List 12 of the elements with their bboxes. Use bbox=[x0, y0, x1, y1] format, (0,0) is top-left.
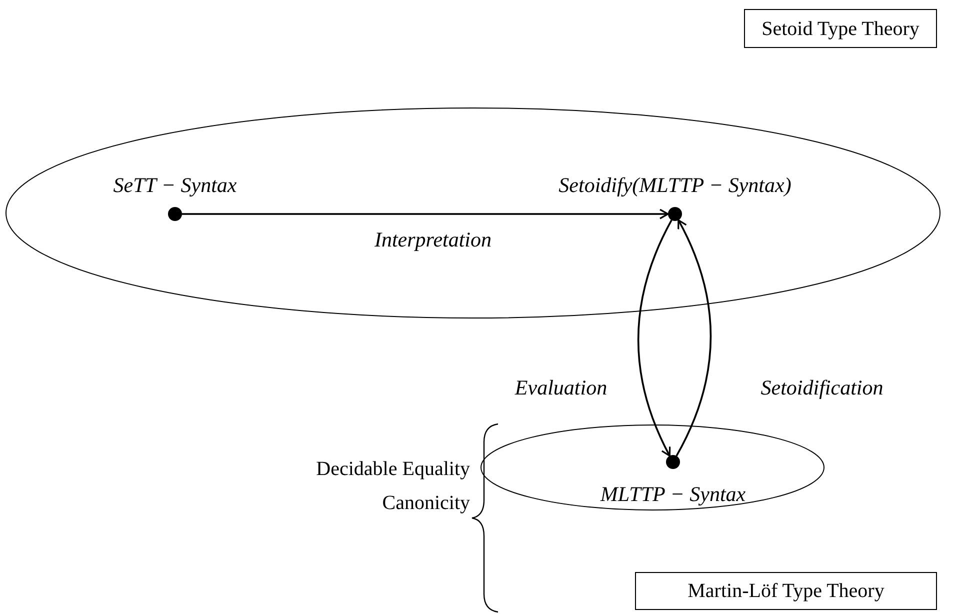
ellipse-region bbox=[481, 425, 824, 510]
label-box: Setoid Type Theory bbox=[744, 9, 937, 48]
arrow bbox=[676, 219, 712, 456]
arrow bbox=[637, 220, 672, 457]
node-caption: MLTTP − Syntax bbox=[600, 484, 746, 505]
node-caption: Setoidify(MLTTP − Syntax) bbox=[558, 175, 792, 196]
note-text: Canonicity bbox=[382, 493, 470, 513]
note-text: Decidable Equality bbox=[316, 459, 470, 479]
label-box: Martin-Löf Type Theory bbox=[635, 572, 937, 610]
node-caption: SeTT − Syntax bbox=[113, 175, 237, 196]
arrow bbox=[182, 208, 669, 220]
ellipse-region bbox=[6, 108, 940, 318]
